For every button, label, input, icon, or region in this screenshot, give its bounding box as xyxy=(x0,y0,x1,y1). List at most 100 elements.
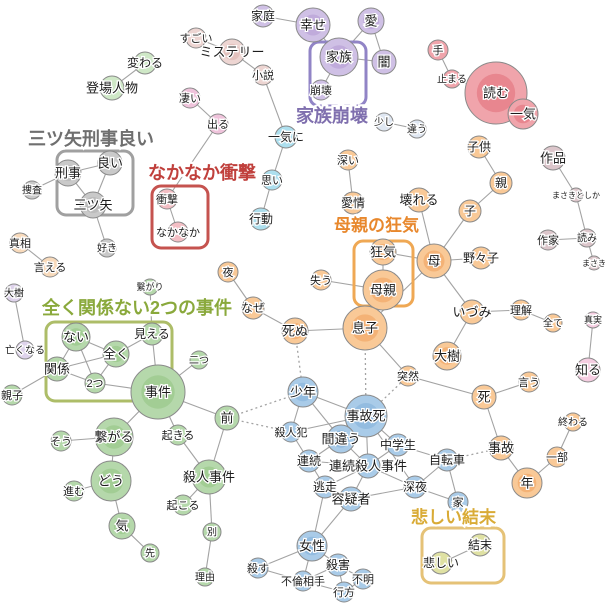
node-label-起きる: 起きる xyxy=(162,429,195,442)
node-親子[interactable] xyxy=(1,384,23,406)
node-一部[interactable] xyxy=(546,446,568,468)
node-label-思い: 思い xyxy=(261,174,283,187)
node-label-死: 死 xyxy=(477,390,490,405)
node-連続殺人事件[interactable] xyxy=(355,453,381,479)
node-良い[interactable] xyxy=(97,150,123,176)
node-闇[interactable] xyxy=(371,49,397,75)
node-label-いづみ: いづみ xyxy=(452,305,491,320)
node-事故[interactable] xyxy=(488,435,514,461)
node-別[interactable] xyxy=(202,522,222,542)
node-label-理由: 理由 xyxy=(195,571,215,584)
node-label-知る: 知る xyxy=(575,363,601,378)
node-なかなか[interactable] xyxy=(167,221,189,243)
node-行動[interactable] xyxy=(249,207,273,231)
node-夜[interactable] xyxy=(217,261,239,283)
node-小説[interactable] xyxy=(252,64,274,86)
node-愛情[interactable] xyxy=(341,191,365,215)
node-label-繋がる: 繋がる xyxy=(94,430,133,445)
node-凄い[interactable] xyxy=(179,87,201,109)
node-連続[interactable] xyxy=(297,449,321,473)
node-手[interactable] xyxy=(427,39,449,61)
node-繋がり[interactable] xyxy=(141,278,159,296)
node-壊れる[interactable] xyxy=(406,187,432,213)
node-そう[interactable] xyxy=(50,430,72,452)
cluster-box-4 xyxy=(44,320,174,403)
node-家[interactable] xyxy=(447,491,469,513)
node-行方[interactable] xyxy=(333,581,355,603)
node-label-不倫相手: 不倫相手 xyxy=(281,574,325,588)
node-子[interactable] xyxy=(458,199,482,223)
node-いづみ[interactable] xyxy=(459,299,485,325)
node-殺害[interactable] xyxy=(326,553,350,577)
node-見える[interactable] xyxy=(140,322,164,346)
node-違う[interactable] xyxy=(407,119,427,139)
node-深夜[interactable] xyxy=(403,475,427,499)
node-突然[interactable] xyxy=(397,365,419,387)
node-登場人物[interactable] xyxy=(99,75,125,101)
node-label-殺人事件: 殺人事件 xyxy=(183,470,235,485)
node-まさき[interactable] xyxy=(586,255,602,271)
node-すごい[interactable] xyxy=(185,27,207,49)
node-起こる[interactable] xyxy=(172,494,194,516)
node-label-幸せ: 幸せ xyxy=(300,18,326,33)
node-止まる[interactable] xyxy=(442,69,462,89)
node-まさきとしか[interactable] xyxy=(568,187,584,203)
node-先[interactable] xyxy=(140,543,160,563)
node-逃走[interactable] xyxy=(313,475,337,499)
node-一気に[interactable] xyxy=(274,125,298,149)
node-作品[interactable] xyxy=(540,145,566,171)
node-関係[interactable] xyxy=(44,356,70,382)
node-label-どう: どう xyxy=(98,474,124,489)
node-真実[interactable] xyxy=(584,311,602,329)
node-死[interactable] xyxy=(471,384,497,410)
node-二つ[interactable] xyxy=(189,350,209,370)
node-進む[interactable] xyxy=(63,480,85,502)
node-core-母 xyxy=(423,250,445,272)
node-家庭[interactable] xyxy=(251,4,275,28)
node-子供[interactable] xyxy=(467,135,491,159)
node-悲しい[interactable] xyxy=(429,551,453,575)
node-知る[interactable] xyxy=(575,357,601,383)
node-衝撃[interactable] xyxy=(156,188,178,210)
node-中学生[interactable] xyxy=(386,433,410,457)
node-容疑者[interactable] xyxy=(338,486,364,512)
node-殺す[interactable] xyxy=(247,557,269,579)
node-言う[interactable] xyxy=(518,371,540,393)
node-label-死ぬ: 死ぬ xyxy=(282,324,308,339)
node-亡くなる[interactable] xyxy=(15,340,35,360)
node-なぜ[interactable] xyxy=(241,296,265,320)
node-core-息子 xyxy=(351,314,379,342)
node-前[interactable] xyxy=(214,405,240,431)
node-言える[interactable] xyxy=(39,256,61,278)
node-失う[interactable] xyxy=(310,269,332,291)
node-読み[interactable] xyxy=(577,228,597,248)
node-label-真実: 真実 xyxy=(584,314,602,325)
node-深い[interactable] xyxy=(337,149,359,171)
node-大樹[interactable] xyxy=(4,283,24,303)
node-core-家族 xyxy=(327,45,351,69)
node-野々子[interactable] xyxy=(469,246,493,270)
node-不明[interactable] xyxy=(352,568,374,590)
node-理由[interactable] xyxy=(195,567,215,587)
node-少し[interactable] xyxy=(374,112,394,132)
node-作家[interactable] xyxy=(537,229,559,251)
node-思い[interactable] xyxy=(261,169,283,191)
node-理解[interactable] xyxy=(510,299,532,321)
node-殺人犯[interactable] xyxy=(280,421,302,443)
node-不倫相手[interactable] xyxy=(292,570,314,592)
node-2つ[interactable] xyxy=(84,372,106,394)
node-label-言う: 言う xyxy=(518,376,540,389)
node-好き[interactable] xyxy=(97,238,117,258)
node-捜査[interactable] xyxy=(22,180,42,200)
node-終わる[interactable] xyxy=(563,412,583,432)
node-自転車[interactable] xyxy=(435,448,459,472)
node-崩壊[interactable] xyxy=(310,79,332,101)
node-真相[interactable] xyxy=(9,232,31,254)
node-起きる[interactable] xyxy=(167,424,189,446)
node-変わる[interactable] xyxy=(133,51,157,75)
node-label-違う: 違う xyxy=(407,123,427,136)
node-全て[interactable] xyxy=(543,313,563,333)
node-親[interactable] xyxy=(489,171,513,195)
node-出る[interactable] xyxy=(207,113,229,135)
node-結末[interactable] xyxy=(468,533,492,557)
